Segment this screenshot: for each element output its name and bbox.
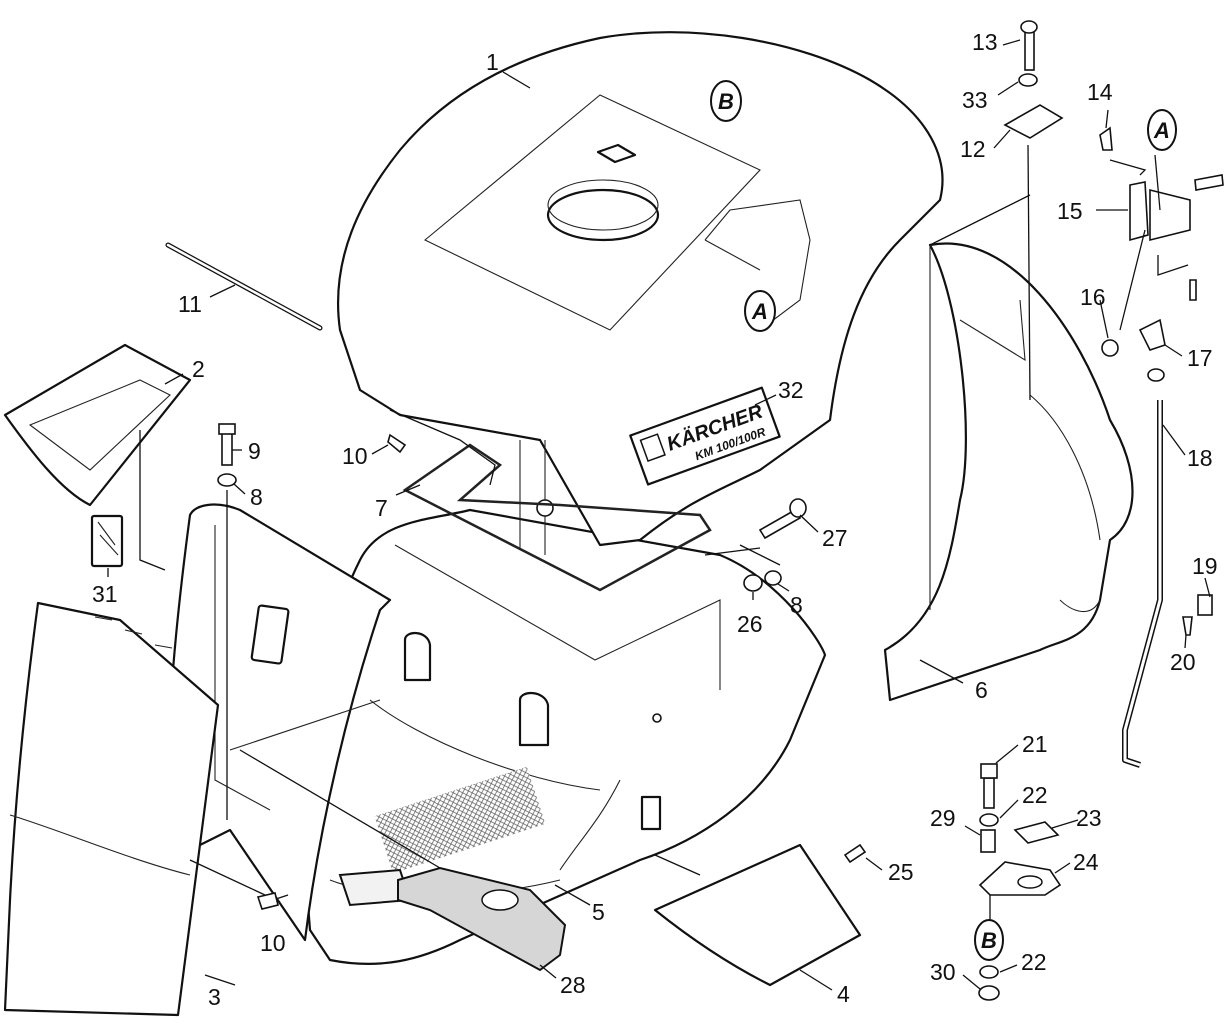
label-21: 21 <box>1022 731 1048 757</box>
part-3-frame <box>166 503 392 942</box>
label-29: 29 <box>930 805 956 831</box>
label-30: 30 <box>930 959 956 985</box>
label-8-right: 8 <box>790 592 803 618</box>
callout-a-bracket: A <box>1147 109 1177 151</box>
label-13: 13 <box>972 29 998 55</box>
part-5-lower-body <box>298 508 827 966</box>
label-32: 32 <box>778 377 804 403</box>
label-18: 18 <box>1187 445 1213 471</box>
callout-a-cover: A <box>744 290 776 332</box>
label-16: 16 <box>1080 284 1106 310</box>
label-3: 3 <box>208 984 221 1010</box>
label-24: 24 <box>1073 849 1099 875</box>
label-7: 7 <box>375 495 388 521</box>
label-1: 1 <box>486 49 499 75</box>
label-20: 20 <box>1170 649 1196 675</box>
part-11-rod <box>165 242 323 331</box>
part-7-seal <box>402 443 712 592</box>
part-number-labels: 1 2 3 4 5 6 7 8 9 10 10 11 12 13 14 15 1… <box>92 29 1218 1010</box>
label-31: 31 <box>92 581 118 607</box>
leader-lines <box>107 39 1211 991</box>
label-26: 26 <box>737 611 763 637</box>
hardware <box>217 20 1224 1001</box>
part-28-pad <box>397 866 567 972</box>
callout-b-bracket: B <box>974 919 1004 961</box>
part-4-cover <box>653 843 862 987</box>
label-27: 27 <box>822 525 848 551</box>
label-6: 6 <box>975 677 988 703</box>
svg-text:A: A <box>751 299 768 324</box>
label-17: 17 <box>1187 345 1213 371</box>
label-10-lower: 10 <box>260 930 286 956</box>
label-8-left: 8 <box>250 484 263 510</box>
part-2-cover <box>3 343 192 507</box>
svg-text:B: B <box>718 89 734 114</box>
part-6-right-fender <box>883 242 1134 702</box>
label-14: 14 <box>1087 79 1113 105</box>
label-33: 33 <box>962 87 988 113</box>
svg-text:B: B <box>981 928 997 953</box>
label-12: 12 <box>960 136 986 162</box>
label-19: 19 <box>1192 553 1218 579</box>
label-5: 5 <box>592 899 605 925</box>
label-15: 15 <box>1057 198 1083 224</box>
label-2: 2 <box>192 356 205 382</box>
part-18-rod <box>1122 400 1163 768</box>
label-28: 28 <box>560 972 586 998</box>
part-3-door-panel <box>3 601 220 1017</box>
label-4: 4 <box>837 981 850 1007</box>
label-22-lower: 22 <box>1021 949 1047 975</box>
label-11: 11 <box>178 291 202 317</box>
label-23: 23 <box>1076 805 1102 831</box>
part-31-label <box>90 514 124 568</box>
label-22-upper: 22 <box>1022 782 1048 808</box>
callout-b-cover: B <box>710 80 742 122</box>
label-10-upper: 10 <box>342 443 368 469</box>
part-1-top-cover <box>336 31 944 555</box>
label-9: 9 <box>248 438 261 464</box>
svg-text:A: A <box>1153 118 1170 143</box>
label-25: 25 <box>888 859 914 885</box>
